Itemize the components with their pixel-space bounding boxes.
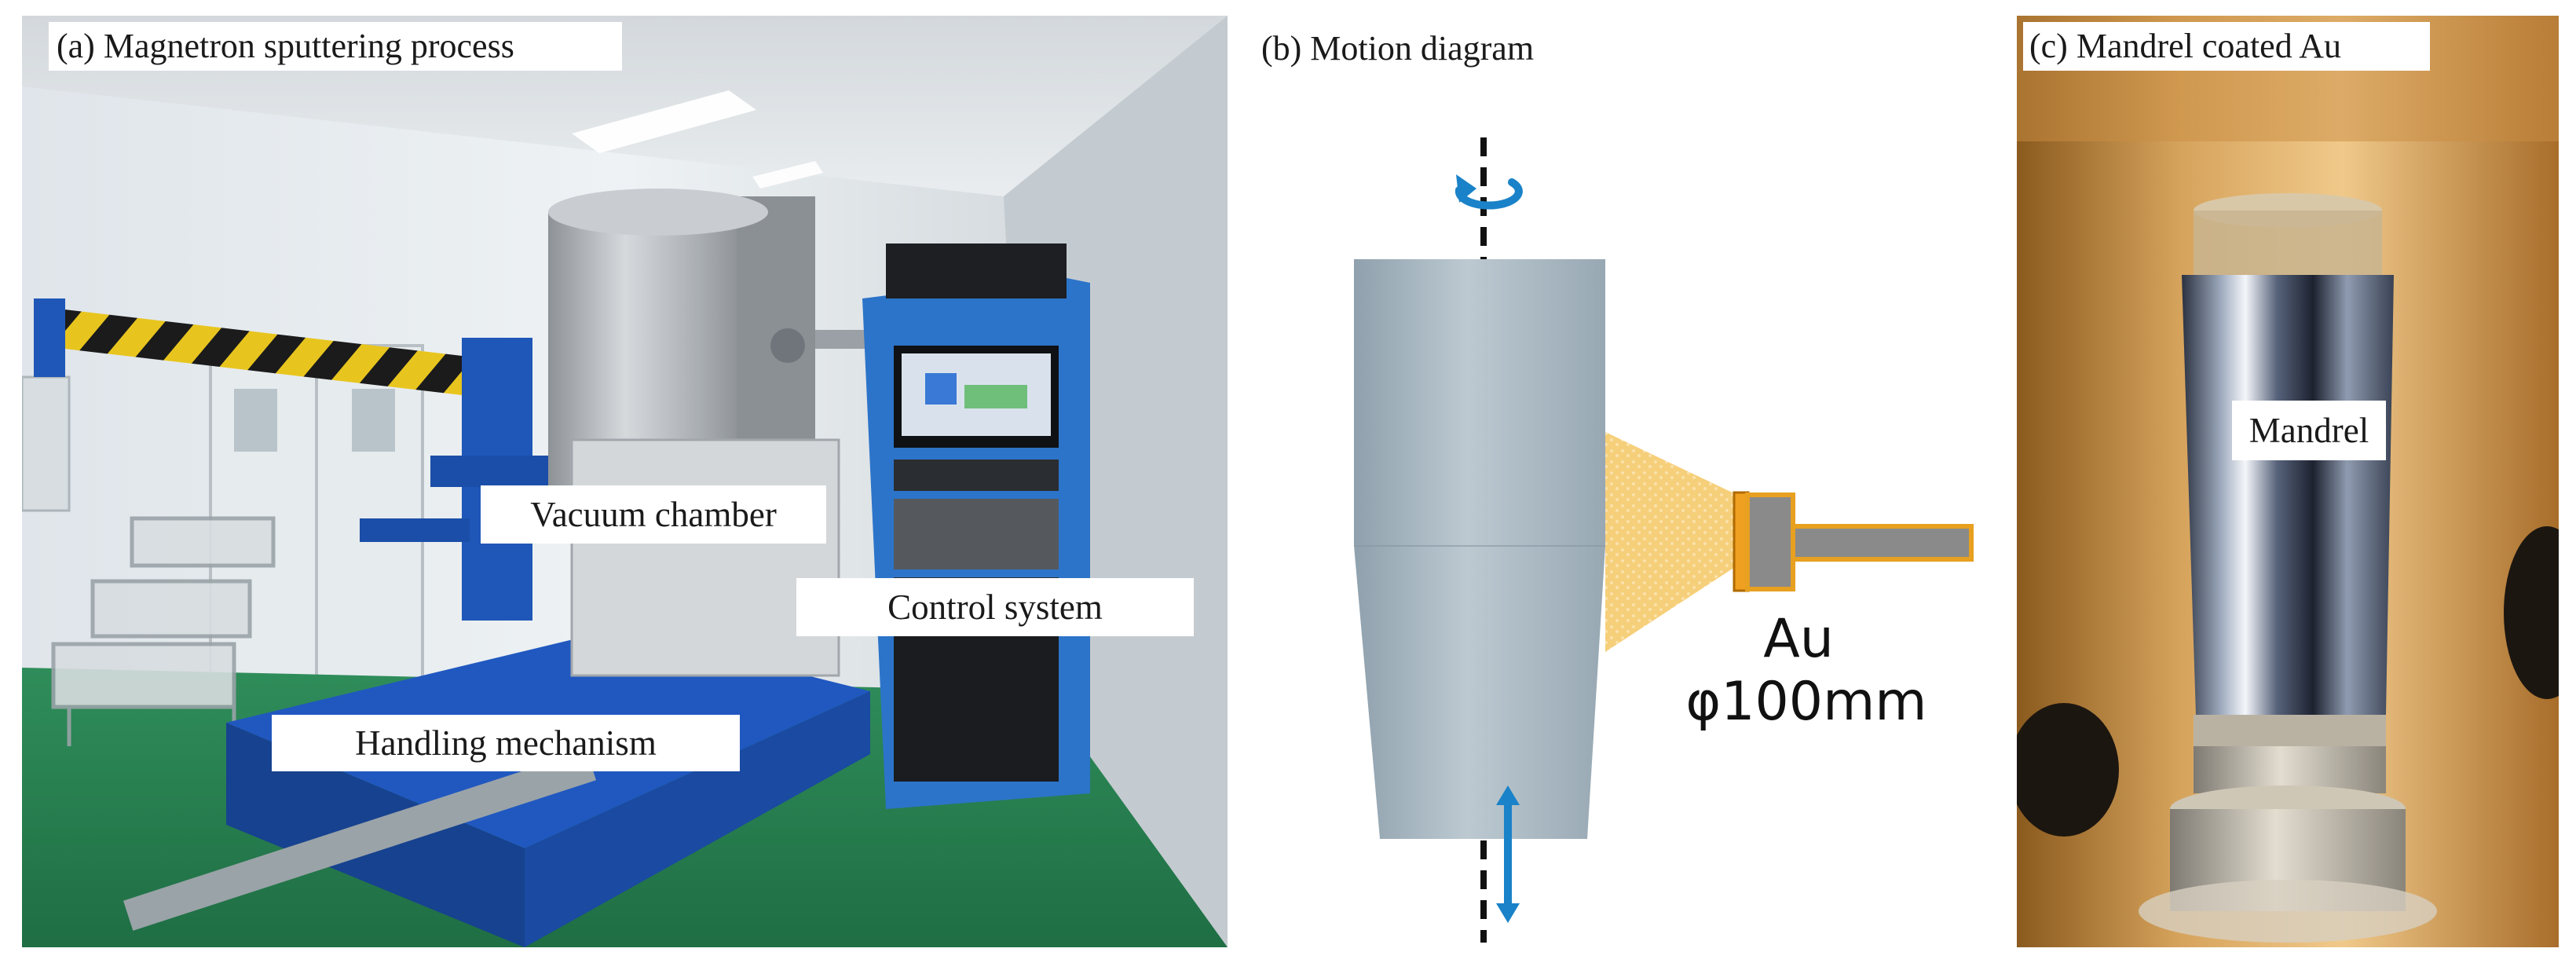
panel-c-caption: (c) Mandrel coated Au: [2023, 22, 2430, 71]
control-system-label: Control system: [796, 578, 1194, 636]
target-arm: [1791, 524, 1974, 562]
handling-mechanism-label: Handling mechanism: [272, 715, 740, 771]
panel-b-caption: (b) Motion diagram: [1261, 27, 1607, 71]
panel-a-caption: (a) Magnetron sputtering process: [49, 22, 622, 71]
panel-a-photo: [22, 16, 1228, 947]
mandrel-label: Mandrel: [2232, 401, 2386, 460]
target-diameter-label: φ100mm: [1685, 671, 1927, 733]
mandrel-cone: [1354, 259, 1605, 839]
sputter-plume: [1605, 432, 1737, 652]
target-material-label: Au: [1763, 608, 1834, 670]
vacuum-chamber-label: Vacuum chamber: [481, 485, 826, 544]
equipment-photo-illustration: [22, 16, 1228, 947]
panel-b-diagram: [1257, 118, 1995, 950]
mandrel-body: [2182, 275, 2394, 715]
target-body: [1745, 492, 1795, 591]
mandrel-photo-illustration: [2017, 16, 2559, 947]
panel-c-photo: [2017, 16, 2559, 947]
